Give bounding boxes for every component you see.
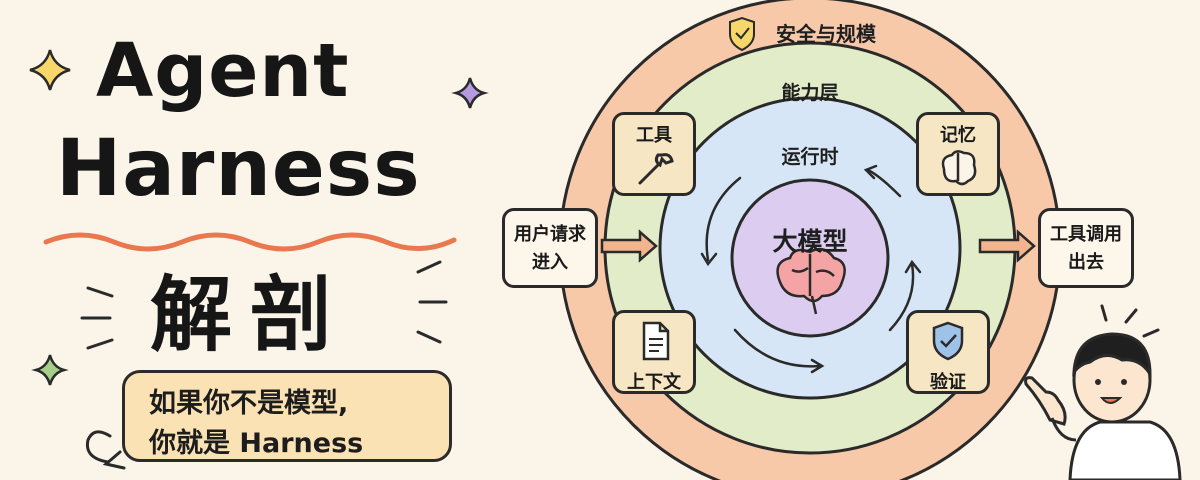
outer-ring-label: 安全与规模 bbox=[776, 22, 876, 46]
sparkle-icon bbox=[451, 77, 489, 109]
character-illustration bbox=[1024, 304, 1182, 480]
wrench-icon bbox=[638, 153, 674, 185]
memory-box: 记忆 bbox=[916, 112, 1000, 196]
tools-box: 工具 bbox=[612, 112, 696, 196]
output-line-1: 工具调用 bbox=[1050, 224, 1122, 245]
callout-line-2: 你就是 Harness bbox=[149, 421, 363, 460]
runtime-ring-label: 运行时 bbox=[781, 146, 839, 168]
output-line-2: 出去 bbox=[1068, 252, 1104, 273]
brain-icon bbox=[941, 150, 977, 186]
title-line-3: 解剖 bbox=[150, 268, 351, 363]
brain-icon bbox=[776, 247, 846, 315]
title-line-1: Agent bbox=[96, 28, 350, 114]
emphasis-lines bbox=[80, 260, 448, 350]
shield-check-icon bbox=[932, 321, 964, 361]
input-arrow-icon bbox=[600, 229, 658, 263]
memory-label: 记忆 bbox=[940, 125, 976, 146]
input-line-1: 用户请求 bbox=[514, 224, 586, 245]
shield-icon bbox=[729, 16, 755, 52]
sparkle-icon bbox=[29, 49, 71, 91]
callout-line-1: 如果你不是模型, bbox=[149, 388, 349, 419]
output-arrow-icon bbox=[978, 229, 1036, 263]
wavy-underline bbox=[43, 232, 457, 252]
context-box: 上下文 bbox=[612, 310, 696, 394]
callout-box: 如果你不是模型, 你就是 Harness bbox=[122, 370, 452, 462]
tools-label: 工具 bbox=[636, 125, 672, 146]
verify-box: 验证 bbox=[906, 310, 990, 394]
callout-highlight: Harness bbox=[239, 428, 364, 459]
capability-ring-label: 能力层 bbox=[781, 82, 839, 104]
input-line-2: 进入 bbox=[532, 252, 568, 273]
core-label: 大模型 bbox=[772, 227, 848, 256]
context-label: 上下文 bbox=[627, 372, 681, 393]
output-box: 工具调用 出去 bbox=[1038, 208, 1134, 288]
sparkle-icon bbox=[31, 354, 69, 386]
flow-arrows bbox=[700, 164, 922, 374]
document-icon bbox=[642, 321, 670, 361]
input-box: 用户请求 进入 bbox=[502, 208, 598, 288]
curly-arrow-icon bbox=[85, 430, 112, 464]
verify-label: 验证 bbox=[930, 372, 966, 393]
callout-prefix: 你就是 bbox=[149, 428, 230, 459]
title-line-2: Harness bbox=[56, 124, 421, 214]
